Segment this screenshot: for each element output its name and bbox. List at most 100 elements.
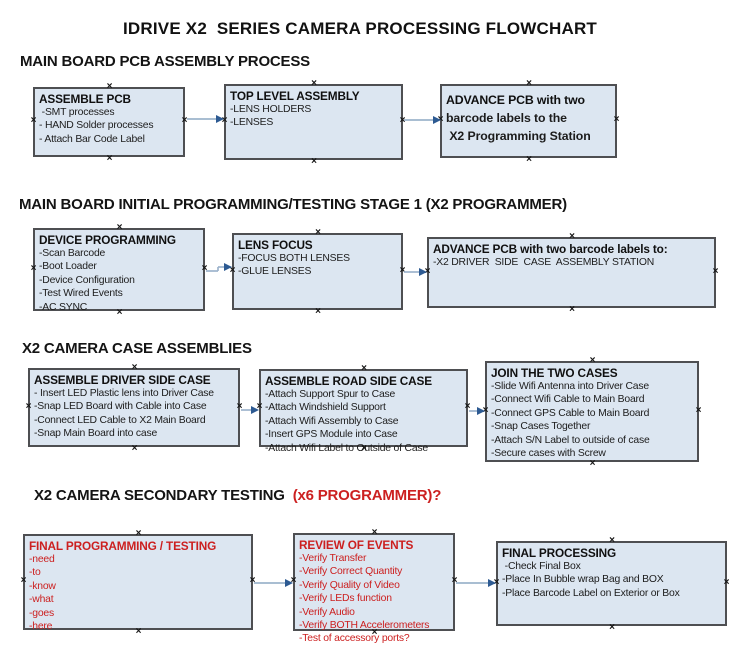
connection-handle-icon: × [221, 115, 228, 126]
connection-handle-icon: × [315, 227, 321, 238]
connection-handle-icon: × [131, 362, 138, 373]
box-item: -Attach Wifi Assembly to Case [265, 415, 399, 427]
box-item: - Attach Bar Code Label [39, 133, 145, 145]
connection-handle-icon: × [712, 265, 719, 277]
box-item: -Attach Wifi Label to Outside of Case [265, 442, 428, 454]
connection-handle-icon: × [609, 535, 615, 546]
connection-handle-icon: × [236, 400, 243, 412]
flow-box-advance-pcb-driver-side: ADVANCE PCB with two barcode labels to: … [425, 232, 719, 315]
box-item: -AC SYNC [39, 301, 88, 313]
box-item: -Attach Windshield Support [265, 402, 386, 414]
box-item: -Place Barcode Label on Exterior or Box [502, 587, 680, 599]
box-item: -here [29, 621, 53, 633]
connection-handle-icon: × [25, 400, 32, 412]
box-items: -Slide Wifi Antenna into Driver Case -Con… [491, 380, 693, 460]
flow-arrow [456, 579, 496, 587]
flow-box-assemble-pcb: ASSEMBLE PCB -SMT processes - HAND Solder… [30, 82, 188, 164]
connection-handle-icon: × [437, 114, 444, 125]
box-item: - HAND Solder processes [39, 120, 154, 132]
connection-handle-icon: × [371, 527, 378, 538]
box-item: -SMT processes [39, 107, 115, 118]
flow-box-join-the-two-cases: JOIN THE TWO CASES -Slide Wifi Antenna i… [482, 356, 702, 469]
box-item: -Snap Main Board into case [34, 428, 158, 440]
box-item: -what [29, 594, 54, 606]
box-items: -Attach Support Spur to Case-Attach Wind… [265, 388, 462, 455]
box-item: -GLUE LENSES [238, 266, 312, 278]
connection-handle-icon: × [399, 264, 406, 276]
box-item: -Snap LED Board with Cable into Case [34, 401, 207, 413]
connection-handle-icon: × [482, 404, 489, 416]
section-header-black-part: X2 CAMERA SECONDARY TESTING [34, 487, 293, 504]
flow-box-final-programming-testing: FINAL PROGRAMMING / TESTING -need-to-kno… [20, 529, 256, 637]
box-item: -LENSES [230, 117, 274, 129]
flow-box-top-level-assembly: TOP LEVEL ASSEMBLY -LENS HOLDERS-LENSES … [221, 79, 406, 167]
box-title: TOP LEVEL ASSEMBLY [230, 89, 360, 103]
box-item: -Verify Correct Quantity [299, 566, 403, 578]
box-item: -to [29, 567, 41, 579]
box-item: -Place In Bubble wrap Bag and BOX [502, 574, 664, 586]
box-title: ASSEMBLE PCB [39, 92, 131, 106]
connection-handle-icon: × [569, 231, 575, 242]
box-items: -Verify Transfer -Verify Correct Quantity… [299, 552, 449, 646]
connection-handle-icon: × [526, 154, 532, 165]
connection-handle-icon: × [399, 115, 406, 126]
box-title: FINAL PROGRAMMING / TESTING [29, 539, 217, 553]
connection-handle-icon: × [20, 575, 27, 586]
connection-handle-icon: × [613, 114, 620, 125]
flow-box-advance-pcb-programming-station: ADVANCE PCB with two barcode labels to t… [437, 79, 620, 165]
connection-handle-icon: × [451, 575, 458, 586]
connection-handle-icon: × [290, 575, 297, 586]
box-item: -Device Configuration [39, 274, 135, 286]
box-title: FINAL PROCESSING [502, 546, 617, 560]
connection-handle-icon: × [589, 355, 596, 366]
flow-box-assemble-driver-side-case: ASSEMBLE DRIVER SIDE CASE - Insert LED P… [25, 363, 243, 454]
flow-box-device-programming: DEVICE PROGRAMMING -Scan Barcode-Boot Lo… [30, 223, 208, 318]
connection-handle-icon: × [116, 222, 123, 233]
box-items: -FOCUS BOTH LENSES-GLUE LENSES [238, 252, 397, 279]
connection-handle-icon: × [609, 622, 615, 633]
box-item: -Test Wired Events [39, 288, 123, 300]
connection-handle-icon: × [135, 626, 142, 637]
box-item: -Connect GPS Cable to Main Board [491, 407, 650, 419]
box-item: barcode labels to the [446, 111, 567, 125]
flow-box-lens-focus: LENS FOCUS -FOCUS BOTH LENSES-GLUE LENSE… [229, 228, 406, 317]
connection-handle-icon: × [30, 262, 37, 274]
box-item: X2 Programming Station [446, 129, 591, 143]
box-item: -Scan Barcode [39, 248, 106, 259]
connection-handle-icon: × [135, 528, 142, 539]
box-items: -LENS HOLDERS -LENSES [230, 103, 397, 130]
connection-handle-icon: × [723, 576, 730, 588]
box-items: barcode labels to the X2 Programming Sta… [446, 109, 611, 145]
box-item: -Verify Audio [299, 606, 355, 618]
section-header-case-assemblies: X2 CAMERA CASE ASSEMBLIES [22, 340, 252, 357]
box-title: DEVICE PROGRAMMING [39, 233, 176, 247]
box-title: ADVANCE PCB with two [446, 93, 585, 107]
box-item: -Connect LED Cable to X2 Main Board [34, 414, 206, 426]
box-title: REVIEW OF EVENTS [299, 538, 414, 552]
box-item: -Test of accessory ports? [299, 633, 410, 645]
box-item: -Verify Transfer [299, 553, 367, 564]
box-item: -need [29, 554, 55, 565]
box-items: -Scan Barcode-Boot Loader-Device Configu… [39, 247, 199, 314]
connection-handle-icon: × [30, 115, 37, 126]
box-item: -Insert GPS Module into Case [265, 429, 398, 441]
connection-handle-icon: × [526, 78, 532, 89]
flow-arrow [404, 116, 441, 124]
connection-handle-icon: × [131, 443, 138, 454]
connection-handle-icon: × [106, 153, 113, 164]
connection-handle-icon: × [361, 443, 367, 454]
connection-handle-icon: × [229, 264, 236, 276]
box-items: -need-to-know-what-goes-here [29, 553, 247, 633]
section-header-pcb-assembly: MAIN BOARD PCB ASSEMBLY PROCESS [20, 53, 310, 70]
connection-handle-icon: × [249, 575, 256, 586]
connection-handle-icon: × [361, 363, 367, 374]
connection-handle-icon: × [181, 115, 188, 126]
connection-handle-icon: × [201, 262, 208, 274]
connection-handle-icon: × [311, 156, 317, 167]
box-title: ADVANCE PCB with two barcode labels to: [433, 242, 668, 256]
box-item: -LENS HOLDERS [230, 104, 312, 115]
connection-handle-icon: × [589, 458, 596, 469]
box-item: -Slide Wifi Antenna into Driver Case [491, 381, 649, 392]
connection-handle-icon: × [695, 404, 702, 416]
